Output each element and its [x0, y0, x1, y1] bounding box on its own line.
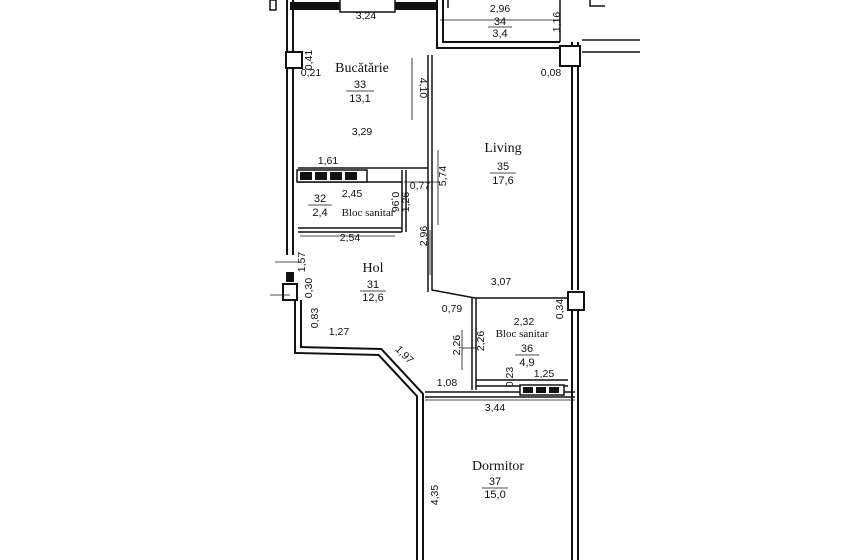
hall-area: 12,6	[362, 292, 383, 304]
room-hall: Hol 31 12,6	[360, 261, 386, 304]
dim-label: 5,74	[437, 166, 449, 187]
dim-label: 2,26	[475, 331, 487, 352]
hall-number: 31	[367, 279, 379, 291]
dim-label: 0,21	[301, 67, 322, 79]
dim-label: 3,24	[356, 10, 377, 22]
bath36-number: 36	[521, 343, 533, 355]
dim-label: 0,30	[303, 278, 315, 299]
dim-label: 1,57	[296, 252, 308, 273]
room34-area: 3,4	[492, 28, 507, 40]
structural-pillars	[269, 0, 585, 311]
room-bath-36: Bloc sanitar 36 4,9	[496, 328, 549, 369]
room-34: 34 3,4	[488, 16, 512, 40]
dim-label: 2,54	[340, 232, 361, 244]
dim-label: 0,77	[410, 180, 431, 192]
bath36-name: Bloc sanitar	[496, 328, 549, 340]
dim-label: 2,96	[490, 3, 511, 15]
kitchen-name: Bucătărie	[335, 61, 389, 76]
dim-label: 2,26	[451, 335, 463, 356]
dim-label: 1,08	[437, 377, 458, 389]
dim-label: 2,96	[418, 226, 430, 247]
dim-label: 0,23	[504, 367, 516, 388]
dim-label: 4,35	[429, 485, 441, 506]
bath36-area: 4,9	[519, 357, 534, 369]
hall-name: Hol	[363, 261, 384, 276]
room-bedroom: Dormitor 37 15,0	[472, 459, 524, 501]
dim-label: 1,97	[393, 343, 416, 366]
dimension-labels: 3,24 2,96 1,16 0,41 0,21 0,08 4,10 3,29 …	[296, 3, 566, 505]
living-number: 35	[497, 161, 509, 173]
bedroom-number: 37	[489, 476, 501, 488]
dim-label: 0,79	[442, 303, 463, 315]
dim-label: 1,27	[329, 326, 350, 338]
dim-label: 1,26	[400, 192, 412, 213]
dim-label: 0,08	[541, 67, 562, 79]
bath32-area: 2,4	[312, 207, 327, 219]
dim-label: 4,10	[417, 78, 429, 99]
kitchen-number: 33	[354, 79, 366, 91]
bedroom-area: 15,0	[484, 489, 505, 501]
dim-label: 0,96	[389, 192, 401, 213]
dimension-lines	[270, 19, 575, 401]
dim-label: 0,41	[303, 50, 315, 71]
dim-label: 1,61	[318, 155, 339, 167]
bedroom-name: Dormitor	[472, 459, 524, 474]
exterior-walls	[286, 0, 640, 560]
room-kitchen: Bucătărie 33 13,1	[335, 61, 389, 105]
dim-label: 2,32	[514, 316, 535, 328]
dim-label: 0,83	[309, 308, 321, 329]
dim-label: 0,34	[554, 299, 566, 320]
dim-label: 1,25	[534, 368, 555, 380]
room-living: Living 35 17,6	[484, 141, 521, 187]
dim-label: 3,07	[491, 276, 512, 288]
dim-label: 3,44	[485, 402, 506, 414]
living-name: Living	[484, 141, 521, 156]
room-bath-32: 32 2,4 Bloc sanitar	[308, 193, 395, 219]
bath-fixture-icon	[519, 384, 565, 396]
bath32-name: Bloc sanitar	[342, 207, 395, 219]
kitchen-counter-icon	[296, 169, 368, 183]
dim-label: 1,16	[551, 12, 563, 33]
dim-label: 2,45	[342, 188, 363, 200]
dim-label: 3,29	[352, 126, 373, 138]
bath32-number: 32	[314, 193, 326, 205]
living-area: 17,6	[492, 175, 513, 187]
kitchen-area: 13,1	[349, 93, 370, 105]
room34-number: 34	[494, 16, 506, 28]
